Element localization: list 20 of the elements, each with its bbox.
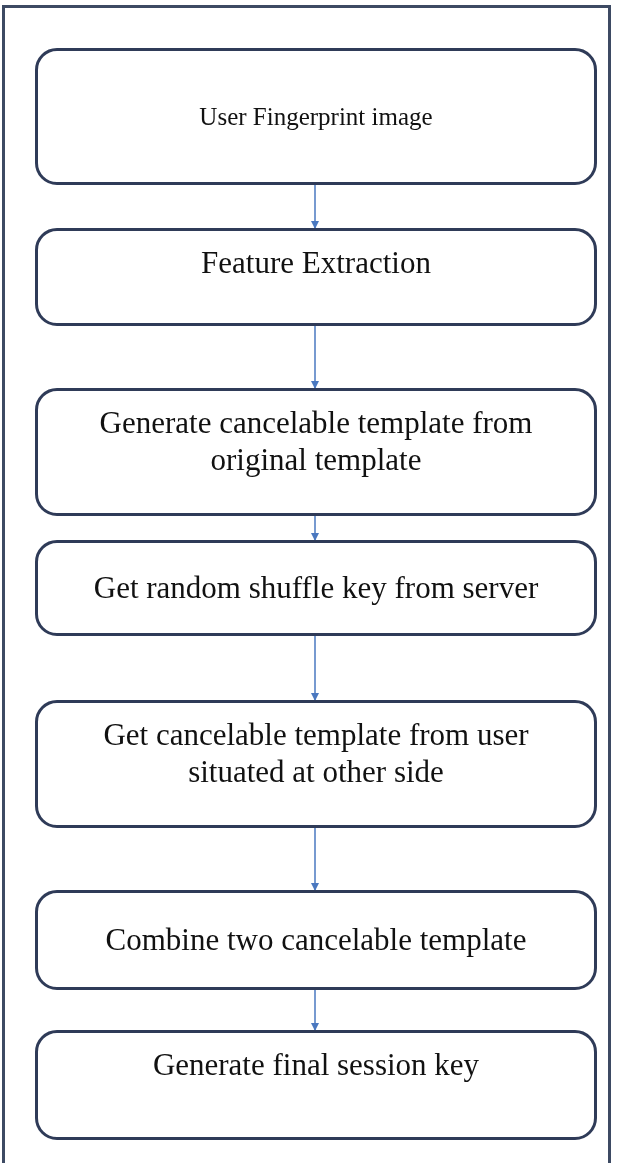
box-label: Get random shuffle key from server: [93, 569, 539, 607]
process-box: [35, 228, 597, 326]
arrow: [311, 184, 319, 229]
box-label: Feature Extraction: [201, 245, 431, 282]
process-box: [35, 890, 597, 990]
process-box: [35, 48, 597, 185]
process-box: [35, 1030, 597, 1140]
box-label: User Fingerprint image: [199, 101, 433, 132]
arrow: [311, 515, 319, 541]
arrow: [311, 325, 319, 389]
box-label: Get cancelable template from user situated at other side: [102, 717, 530, 791]
process-box: [35, 700, 597, 828]
process-box: [35, 540, 597, 636]
box-label: Generate final session key: [152, 1047, 480, 1084]
arrow: [311, 827, 319, 891]
box-label: Combine two cancelable template: [105, 921, 527, 959]
arrow: [311, 635, 319, 701]
box-label: Generate cancelable template from original template: [98, 405, 534, 479]
process-box: [35, 388, 597, 516]
arrow: [311, 989, 319, 1031]
